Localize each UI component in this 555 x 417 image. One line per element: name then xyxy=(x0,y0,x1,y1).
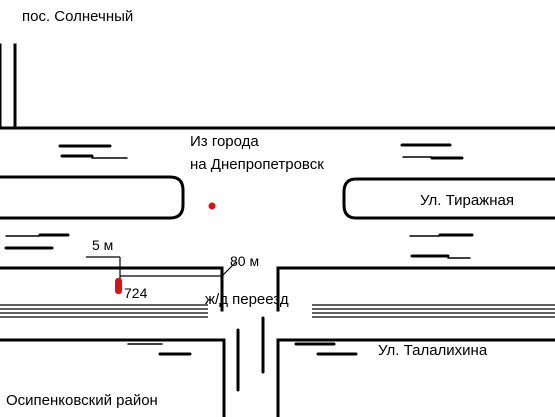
road-edge xyxy=(276,338,555,417)
markers xyxy=(115,202,216,294)
lane-marks xyxy=(4,143,474,392)
settlement-label: пос. Солнечный xyxy=(22,8,134,25)
median-island-left xyxy=(0,175,185,220)
road-edge xyxy=(276,266,555,312)
street-tirazhnaya-label: Ул. Тиражная xyxy=(420,192,514,209)
district-label: Осипенковский район xyxy=(6,392,158,409)
railway-tracks xyxy=(0,304,555,318)
direction-label-line1: Из города xyxy=(190,133,259,150)
railway-crossing-label: ж/д переезд xyxy=(205,291,289,308)
median-island-right xyxy=(342,177,555,220)
measurement-lines xyxy=(86,256,237,280)
distance-5m-label: 5 м xyxy=(92,237,114,253)
street-talalikhina-label: Ул. Талалихина xyxy=(378,342,488,359)
road-outlines xyxy=(0,43,555,417)
dimension-80m-leader xyxy=(221,261,237,277)
location-dot xyxy=(208,202,216,210)
direction-label-line2: на Днепропетровск xyxy=(190,156,324,173)
marker-724-label: 724 xyxy=(124,285,148,301)
post-724-marker xyxy=(115,278,122,294)
distance-80m-label: 80 м xyxy=(230,253,260,269)
road-edge xyxy=(0,338,226,417)
